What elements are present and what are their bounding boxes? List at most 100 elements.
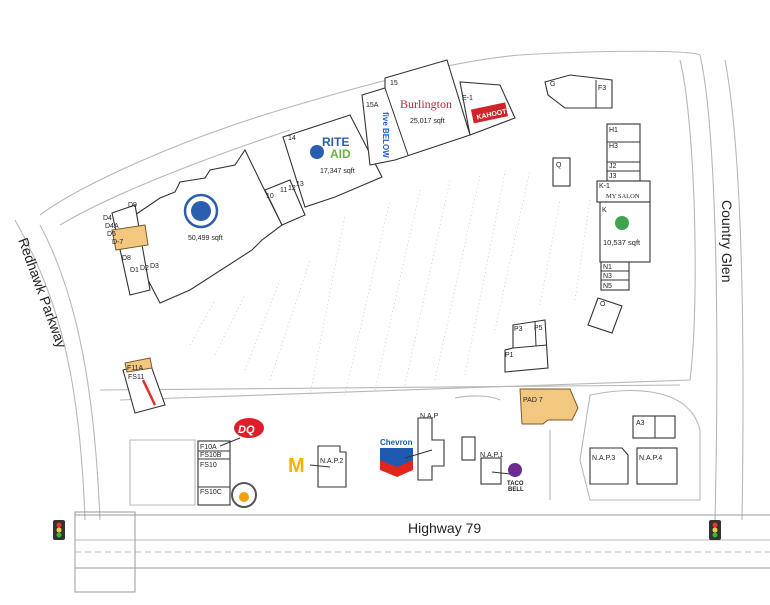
mcdonalds-pad: M N.A.P.2 — [288, 445, 347, 488]
parking-aisle — [494, 169, 531, 331]
parking-aisle — [404, 179, 451, 386]
shops-10-14-outline — [264, 179, 306, 226]
parking-aisle — [269, 259, 311, 381]
svg-text:F10A: F10A — [200, 444, 217, 451]
svg-text:D2: D2 — [140, 265, 149, 272]
svg-text:N5: N5 — [603, 283, 612, 290]
parking-aisle — [214, 294, 246, 356]
svg-text:PAD 7: PAD 7 — [523, 397, 543, 404]
svg-text:D5: D5 — [107, 231, 116, 238]
svg-text:N.A.P.1: N.A.P.1 — [480, 452, 503, 459]
burlington-block[interactable]: 15A 15 E-1 five BELOW Burlington 25,017 … — [361, 59, 516, 166]
svg-text:N.A.P.3: N.A.P.3 — [592, 455, 615, 462]
dq-block: DQ F10A FS10B FS10 FS10C — [197, 418, 264, 508]
my-salon-logo: MY SALON — [606, 193, 640, 200]
five-below-logo: five BELOW — [381, 112, 390, 158]
d-units: D9 D4 D4A D5 D-7 D8 D1 D2 D3 — [103, 202, 159, 296]
traffic-light-icon — [709, 520, 721, 540]
highway-79-label: Highway 79 — [408, 520, 481, 536]
shops-10-14: 10 11 12 13 14 — [266, 135, 304, 200]
svg-text:F3: F3 — [598, 85, 606, 92]
redhawk-parkway-label: Redhawk Parkway — [15, 236, 70, 350]
svg-text:D4A: D4A — [105, 223, 119, 230]
parking-aisle — [189, 299, 216, 346]
mcdonalds-logo: M — [288, 455, 305, 477]
parking-aisle — [344, 199, 391, 396]
svg-text:25,017 sqft: 25,017 sqft — [410, 118, 445, 125]
svg-text:K: K — [602, 207, 607, 214]
building-q: Q — [552, 157, 571, 187]
rite-aid-logo: RITE — [322, 135, 349, 149]
pad-7[interactable]: PAD 7 — [519, 388, 579, 425]
svg-text:K-1: K-1 — [599, 183, 610, 190]
svg-text:10: 10 — [266, 193, 274, 200]
svg-text:P5: P5 — [534, 325, 543, 332]
pad-f11a: F11A FS11 — [122, 357, 166, 414]
svg-text:H1: H1 — [609, 127, 618, 134]
parking-aisle — [374, 189, 421, 391]
svg-text:TACO: TACO — [507, 481, 524, 487]
road-network — [14, 50, 744, 521]
svg-text:15: 15 — [390, 80, 398, 87]
svg-text:D9: D9 — [128, 202, 137, 209]
svg-text:G: G — [550, 81, 555, 88]
highway-79: Highway 79 — [74, 511, 770, 593]
svg-text:D3: D3 — [150, 263, 159, 270]
svg-text:11: 11 — [280, 187, 287, 194]
parking-aisle — [574, 199, 591, 301]
svg-text:D4: D4 — [103, 215, 112, 222]
svg-text:A3: A3 — [636, 420, 645, 427]
nap3-nap4-a3: N.A.P.3 N.A.P.4 A3 — [589, 415, 678, 485]
parking-aisle — [309, 214, 346, 396]
available-unit-d7[interactable] — [111, 224, 149, 251]
svg-text:15A: 15A — [366, 102, 379, 109]
dollar-tree-logo — [615, 216, 629, 230]
svg-text:E-1: E-1 — [462, 95, 473, 102]
grocery-sqft: 50,499 sqft — [188, 235, 223, 242]
svg-text:P1: P1 — [505, 352, 514, 359]
svg-text:AID: AID — [330, 147, 351, 161]
parking-lot — [189, 169, 591, 396]
rite-aid-store[interactable]: RITE AID 17,347 sqft — [282, 114, 383, 208]
svg-text:F11A: F11A — [127, 365, 144, 372]
east-strip: H1 H3 J2 J3 K-1 MY SALON K 10,537 sqft N… — [596, 123, 651, 291]
svg-text:FS10C: FS10C — [200, 489, 222, 496]
svg-text:Q: Q — [556, 162, 562, 169]
grocery-anchor-store[interactable]: 50,499 sqft — [129, 148, 283, 304]
country-glen-label: Country Glen — [719, 200, 735, 282]
svg-text:17,347 sqft: 17,347 sqft — [320, 168, 355, 175]
svg-text:P3: P3 — [514, 326, 523, 333]
parking-aisle — [244, 279, 281, 371]
svg-text:D8: D8 — [122, 255, 131, 262]
svg-text:12: 12 — [288, 185, 296, 192]
svg-text:BELL: BELL — [508, 487, 524, 493]
svg-text:N3: N3 — [603, 273, 612, 280]
svg-text:FS11: FS11 — [128, 374, 144, 381]
taco-bell-pad: N.A.P.1 TACO BELL — [480, 452, 524, 493]
svg-text:J3: J3 — [609, 173, 617, 180]
svg-text:N1: N1 — [603, 264, 612, 271]
svg-text:N.A.P: N.A.P — [420, 413, 439, 420]
svg-text:10,537 sqft: 10,537 sqft — [603, 238, 641, 247]
svg-text:H3: H3 — [609, 143, 618, 150]
burlington-logo: Burlington — [400, 97, 452, 111]
parking-aisle — [539, 199, 561, 306]
parking-aisle — [434, 174, 481, 381]
svg-text:D1: D1 — [130, 267, 139, 274]
svg-text:FS10: FS10 — [200, 462, 217, 469]
available-unit-f11a[interactable] — [124, 357, 153, 373]
traffic-light-icon — [53, 520, 65, 540]
taco-bell-logo — [508, 463, 522, 477]
dairy-queen-logo — [234, 418, 264, 438]
svg-text:DQ: DQ — [238, 424, 255, 436]
svg-text:O: O — [600, 301, 606, 308]
building-g-f3: G F3 — [544, 74, 613, 109]
parking-aisle — [464, 171, 506, 376]
building-o: O — [587, 297, 623, 334]
svg-text:N.A.P.4: N.A.P.4 — [639, 455, 662, 462]
svg-text:FS10B: FS10B — [200, 452, 222, 459]
svg-text:14: 14 — [288, 135, 296, 142]
chevron-pad: Chevron N.A.P — [380, 413, 476, 481]
svg-text:J2: J2 — [609, 163, 617, 170]
